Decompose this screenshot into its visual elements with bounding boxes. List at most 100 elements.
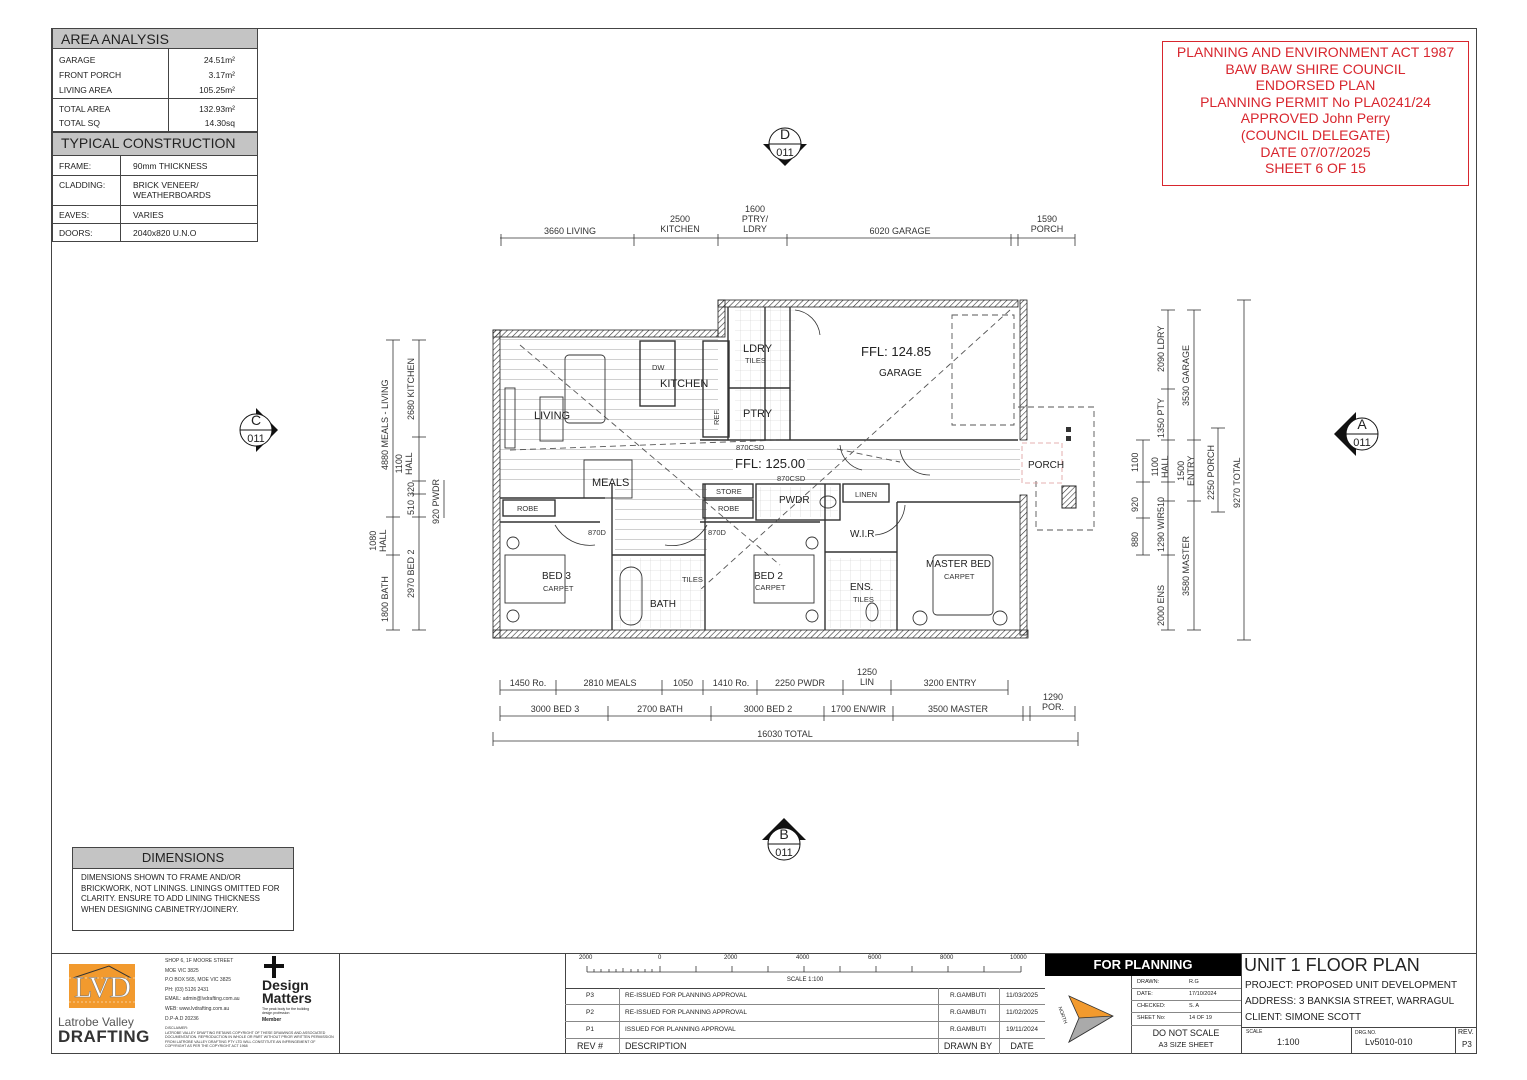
- construction-row-doors: DOORS: 2040x820 U.N.O: [59, 228, 197, 238]
- scale-bar: 2000 0 2000 4000 6000 8000 10000 SCALE 1…: [565, 954, 1045, 989]
- bed2-floor: CARPET: [755, 583, 786, 592]
- drawing-meta: DRAWN: R.G DATE: 17/10/2024 CHECKED: S. …: [1131, 976, 1241, 1026]
- room-linen: LINEN: [855, 490, 878, 499]
- dim-bottom-pwdr: 2250 PWDR: [774, 678, 826, 688]
- section-sheet: 011: [776, 147, 794, 159]
- house-outline-icon: [69, 965, 135, 1003]
- stamp-line: (COUNCIL DELEGATE): [1240, 126, 1391, 143]
- construction-title: TYPICAL CONSTRUCTION: [53, 133, 257, 156]
- address-line: ADDRESS: 3 BANKSIA STREET, WARRAGUL: [1245, 996, 1455, 1007]
- dim-left-hall: 1080 HALL: [368, 529, 388, 552]
- address-line: SHOP 6, 1F MOORE STREET: [165, 958, 234, 964]
- project-line: PROJECT: PROPOSED UNIT DEVELOPMENT: [1245, 980, 1458, 991]
- disclaimer: DISCLAIMER: LATROBE VALLEY DRAFTING RETA…: [165, 1026, 335, 1049]
- dim-right-total: 9270 TOTAL: [1232, 457, 1242, 508]
- meta-label: DATE:: [1137, 991, 1153, 997]
- rev-label: REV.: [1458, 1029, 1474, 1036]
- dim-bottom-master: 3500 MASTER: [927, 704, 989, 714]
- section-sheet: 011: [775, 847, 793, 859]
- logo-text: LVD: [74, 971, 131, 1005]
- dimensions-note: DIMENSIONS DIMENSIONS SHOWN TO FRAME AND…: [72, 847, 294, 931]
- dim-top-living: 3660 LIVING: [543, 226, 597, 236]
- revision-row: P3 RE-ISSUED FOR PLANNING APPROVAL R.GAM…: [565, 988, 1045, 1005]
- dim-bottom-lin: 1250 LIN: [856, 667, 878, 687]
- scale-tick: 0: [658, 955, 662, 961]
- disclaimer-text: LATROBE VALLEY DRAFTING RETAINS COPYRIGH…: [165, 1030, 334, 1049]
- address-line: PH: (03) 5126 2431: [165, 986, 209, 993]
- stamp-line: APPROVED John Perry: [1240, 110, 1391, 127]
- section-arrow-icon: [763, 127, 807, 166]
- dim-bottom-bed3: 3000 BED 3: [530, 704, 580, 714]
- dim-right-porch: 2250 PORCH: [1206, 444, 1216, 500]
- dim-right-ldry: 2090 LDRY: [1156, 325, 1166, 372]
- dim-bottom-total: 16030 TOTAL: [757, 729, 813, 739]
- revision-description: RE-ISSUED FOR PLANNING APPROVAL: [625, 1009, 747, 1016]
- meta-row-drawn: DRAWN: R.G: [1131, 976, 1241, 989]
- room-powder: PWDR: [779, 495, 810, 506]
- dim-right-pty: 1350 PTY: [1156, 397, 1166, 438]
- dim-right-master: 3580 MASTER: [1181, 535, 1191, 596]
- section-sheet: 011: [247, 433, 265, 445]
- revision-date: 11/03/2025: [1005, 992, 1039, 999]
- dimensions-note-text: DIMENSIONS SHOWN TO FRAME AND/OR BRICKWO…: [81, 873, 280, 914]
- room-meals: MEALS: [592, 477, 630, 489]
- address-line: P.O BOX 565, MOE VIC 3825: [165, 977, 232, 984]
- room-kitchen: KITCHEN: [660, 378, 709, 390]
- revision-number: P3: [586, 992, 594, 999]
- company-logo: LVD: [69, 964, 135, 1008]
- revision-date: 11/02/2025: [1005, 1009, 1039, 1016]
- room-laundry: LDRY: [743, 343, 773, 355]
- dim-right-hall: 1100 HALL: [1150, 455, 1170, 478]
- design-matters-logo-icon: [264, 956, 284, 978]
- dim-left-pwdr: 920 PWDR: [431, 478, 441, 524]
- revision-date: 19/11/2024: [1005, 1026, 1039, 1033]
- north-arrow-icon: [1068, 995, 1114, 1043]
- scale-value: 1:100: [1277, 1037, 1300, 1047]
- door-label-870d: 870D: [588, 528, 606, 537]
- area-analysis-title: AREA ANALYSIS: [53, 29, 257, 49]
- header-date: DATE: [1010, 1041, 1034, 1051]
- dim-right-ens: 2000 ENS: [1156, 584, 1166, 626]
- stamp-line: PLANNING AND ENVIRONMENT ACT 1987: [1176, 44, 1455, 60]
- room-bed2: BED 2: [754, 571, 783, 582]
- section-marker-right[interactable]: A 011: [1334, 412, 1379, 456]
- disclaimer-title: DISCLAIMER:: [165, 1026, 188, 1030]
- main-ffl: FFL: 125.00: [733, 456, 808, 471]
- company-address: SHOP 6, 1F MOORE STREET MOE VIC 3825 P.O…: [165, 957, 240, 1024]
- scale-tick: 8000: [940, 955, 954, 961]
- room-master-bed: MASTER BED: [926, 559, 992, 570]
- scale-label: SCALE 1:100: [786, 977, 824, 983]
- dim-right-1100: 1100: [1130, 452, 1140, 472]
- revision-row: P1 ISSUED FOR PLANNING APPROVAL R.GAMBUT…: [565, 1022, 1045, 1039]
- section-sheet: 011: [1353, 437, 1371, 449]
- dim-top-kitchen: 2500 KITCHEN: [660, 214, 700, 234]
- section-letter: C: [250, 412, 262, 428]
- construction-row-cladding: CLADDING: BRICK VENEER/ WEATHERBOARDS: [59, 180, 211, 200]
- section-arrow-icon: [239, 408, 278, 452]
- council-endorsement-stamp: PLANNING AND ENVIRONMENT ACT 1987 BAW BA…: [1162, 41, 1469, 186]
- room-garage: GARAGE: [879, 368, 922, 379]
- area-analysis-table: AREA ANALYSIS GARAGE 24.51m² FRONT PORCH…: [52, 28, 258, 132]
- fridge-label: REF.: [712, 408, 721, 425]
- section-marker-bottom[interactable]: B 011: [762, 818, 806, 862]
- dim-left-510: 510: [406, 499, 416, 515]
- address-line: D.P-A.D 20236: [165, 1015, 199, 1022]
- dim-bottom-bed2: 3000 BED 2: [743, 704, 793, 714]
- dim-right-880: 880: [1130, 531, 1140, 547]
- room-living: LIVING: [534, 410, 571, 422]
- stamp-line: PLANNING PERMIT No PLA0241/24: [1200, 93, 1431, 110]
- stamp-line: SHEET 6 OF 15: [1265, 160, 1366, 177]
- section-marker-left[interactable]: C 011: [234, 408, 278, 452]
- section-marker-top[interactable]: D 011: [763, 122, 807, 166]
- header-drawn-by: DRAWN BY: [943, 1041, 993, 1051]
- membership-label: Member: [262, 1017, 282, 1023]
- revision-description: RE-ISSUED FOR PLANNING APPROVAL: [625, 992, 747, 999]
- dim-bottom-robe: 1450 Ro.: [509, 678, 547, 688]
- bed3-floor: CARPET: [543, 584, 574, 593]
- revision-drawn-by: R.GAMBUTI: [949, 1026, 987, 1033]
- scale-label: SCALE: [1246, 1029, 1263, 1035]
- area-row-living: LIVING AREA 105.25m²: [59, 85, 235, 95]
- revision-header-row: REV # DESCRIPTION DRAWN BY DATE: [565, 1039, 1045, 1054]
- room-bath: BATH: [650, 599, 676, 610]
